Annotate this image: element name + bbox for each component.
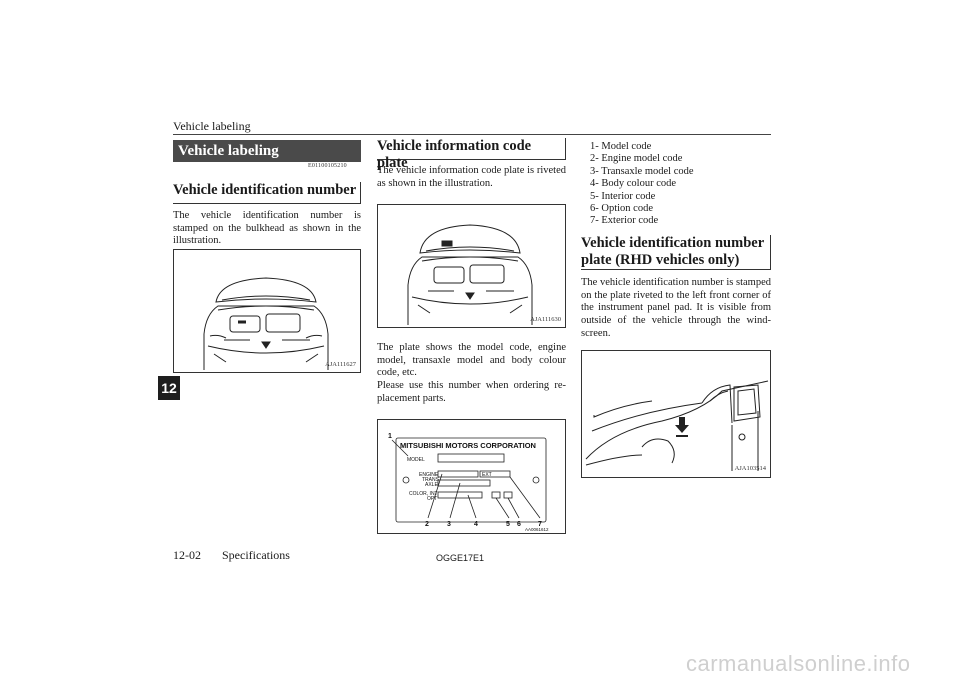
section-code: E01100105210 bbox=[308, 163, 347, 169]
section-banner: Vehicle labeling bbox=[173, 140, 361, 162]
plate-axle-label: AXLE bbox=[425, 482, 438, 488]
windscreen-figure: AJA103514 bbox=[581, 350, 771, 478]
plate-ext-label: EXT bbox=[482, 472, 492, 478]
vin-body: The vehicle identification number is sta… bbox=[173, 210, 361, 247]
figure-id: AJA111630 bbox=[530, 316, 561, 323]
figure-id: AJA103514 bbox=[734, 465, 766, 472]
callout-6: 6 bbox=[517, 521, 521, 528]
list-item: 5- Interior code bbox=[590, 190, 656, 202]
plate-engine-label: ENGINE bbox=[419, 472, 439, 478]
plate-opt-label: OPT bbox=[427, 496, 437, 502]
open-hood-illustration bbox=[203, 277, 329, 370]
chapter-tab: 12 bbox=[158, 376, 180, 400]
doc-code: OGGE17E1 bbox=[436, 553, 485, 563]
windscreen-illustration bbox=[585, 380, 769, 471]
vin-plate-body: The vehicle identification number is sta… bbox=[581, 277, 771, 339]
figure-id: AJA111627 bbox=[325, 361, 356, 368]
vin-heading: Vehicle identification number bbox=[173, 182, 361, 204]
model-field bbox=[437, 453, 505, 463]
plate-trans-label: TRANS bbox=[422, 477, 440, 483]
open-hood-illustration bbox=[407, 224, 533, 325]
code-plate-heading: Vehicle information code plate bbox=[377, 138, 566, 171]
figure-id: AA0061612 bbox=[525, 527, 549, 532]
list-item: 1- Model code bbox=[590, 141, 652, 152]
code-plate-diagram: MITSUBISHI MOTORS CORPORATION MODEL ENGI… bbox=[388, 433, 549, 532]
code-plate-figure: MITSUBISHI MOTORS CORPORATION MODEL ENGI… bbox=[377, 419, 566, 534]
list-item: 7- Exterior code bbox=[590, 215, 659, 227]
ordering-note: Please use this number when ordering re-… bbox=[377, 380, 566, 404]
engine-bay-figure: AJA111627 bbox=[173, 249, 361, 373]
callout-4: 4 bbox=[474, 521, 478, 528]
arrow-icon bbox=[679, 417, 685, 425]
running-header: Vehicle labeling bbox=[173, 119, 251, 133]
rivet-left bbox=[402, 476, 410, 484]
callout-2: 2 bbox=[425, 521, 429, 528]
rivet-right bbox=[532, 476, 540, 484]
plate-company: MITSUBISHI MOTORS CORPORATION bbox=[400, 441, 536, 450]
callout-7: 7 bbox=[538, 521, 542, 528]
code-legend-list: 1- Model code 2- Engine model code 3- Tr… bbox=[590, 141, 770, 228]
code-plate-body: The vehicle information code plate is ri… bbox=[377, 165, 566, 189]
list-item: 2- Engine model code bbox=[590, 153, 683, 165]
footer-section: Specifications bbox=[222, 548, 290, 562]
plate-model-label: MODEL bbox=[407, 457, 425, 463]
list-item: 6- Option code bbox=[590, 203, 653, 215]
header-rule bbox=[173, 134, 771, 135]
callout-5: 5 bbox=[506, 521, 510, 528]
plate-outline bbox=[395, 437, 547, 523]
plate-description: The plate shows the model code, engine m… bbox=[377, 342, 566, 379]
callout-3: 3 bbox=[447, 521, 451, 528]
page-number: 12-02 bbox=[173, 548, 201, 562]
list-item: 3- Transaxle model code bbox=[590, 165, 694, 177]
plate-color-int-label: COLOR, INT bbox=[409, 491, 438, 497]
vin-plate-heading: Vehicle identification number plate (RHD… bbox=[581, 235, 771, 270]
watermark: carmanualsonline.info bbox=[686, 651, 911, 676]
callout-1: 1 bbox=[388, 433, 392, 440]
code-plate-location-figure: AJA111630 bbox=[377, 204, 566, 328]
list-item: 4- Body colour code bbox=[590, 178, 677, 190]
